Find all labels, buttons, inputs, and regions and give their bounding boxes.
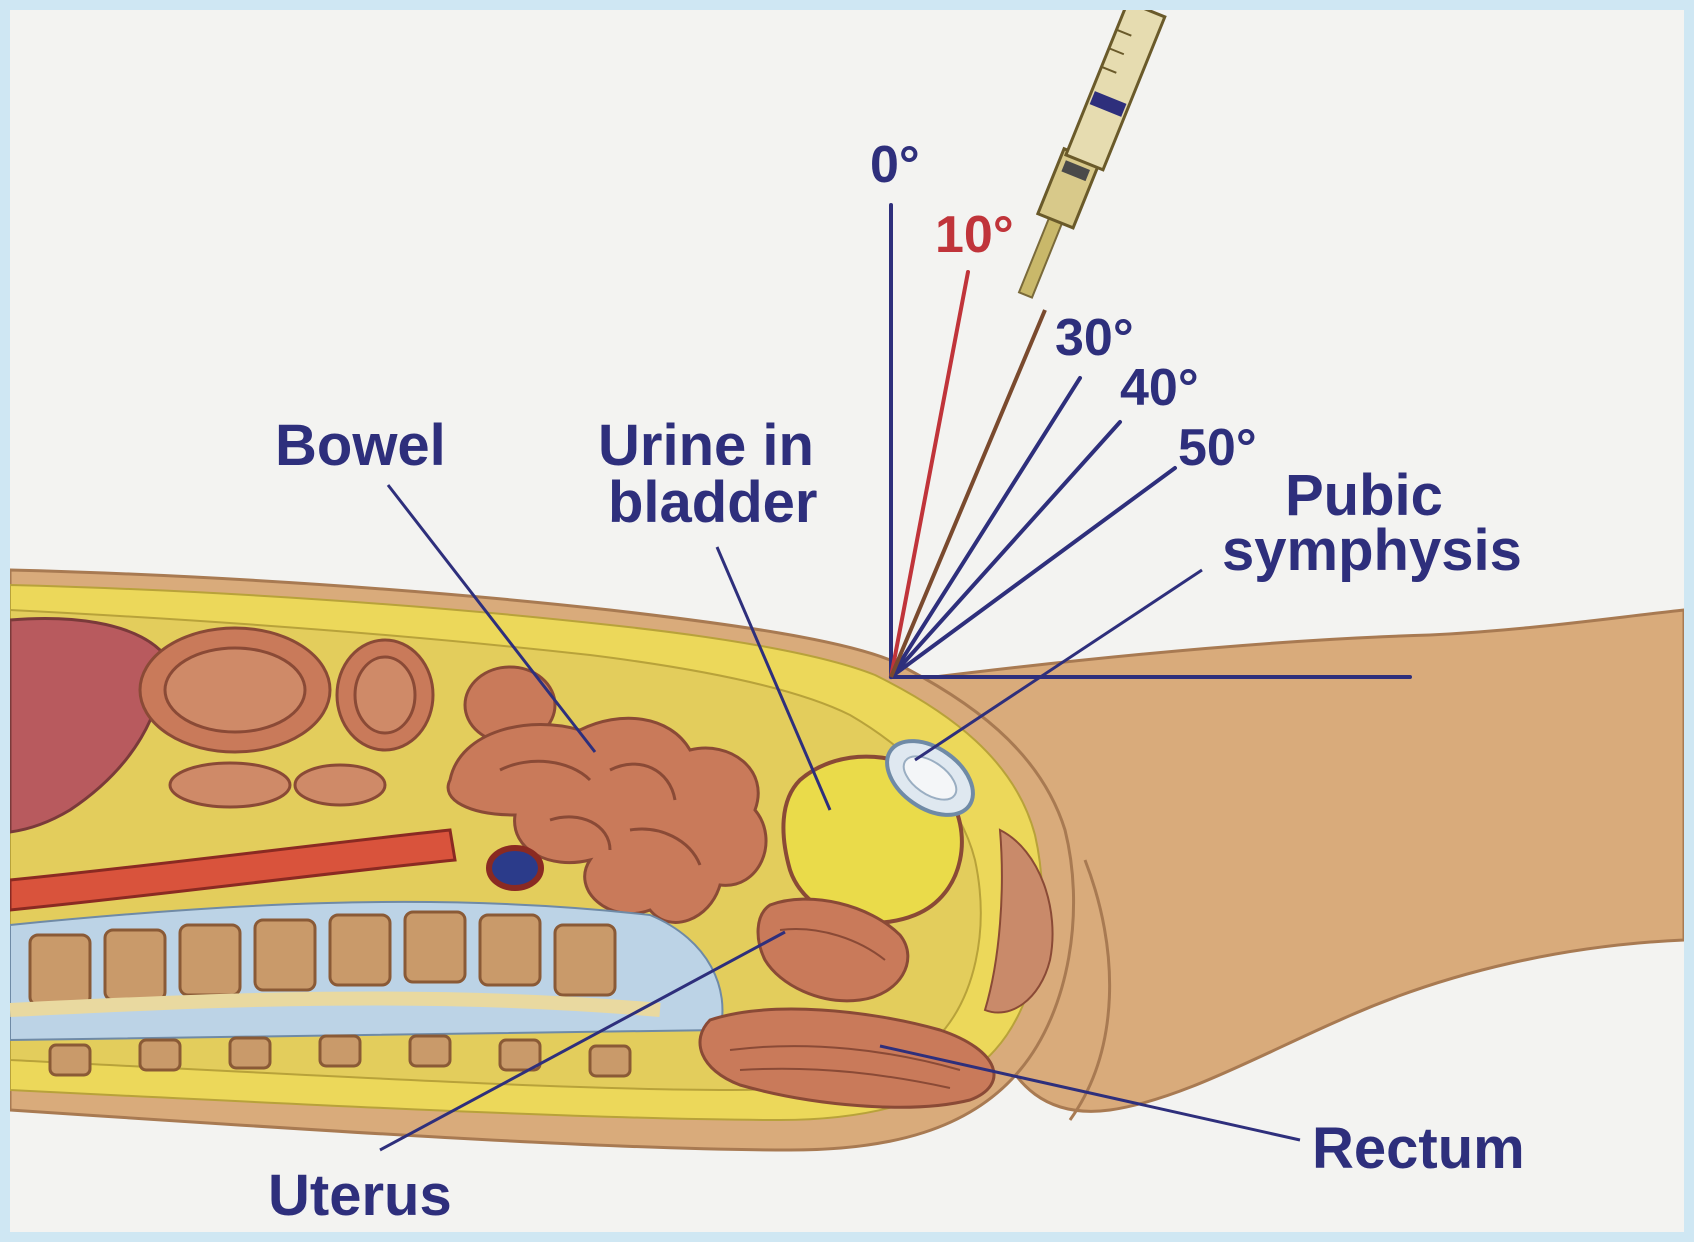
anatomy-diagram: Bowel Urine in bladder Pubic symphysis U… xyxy=(10,10,1684,1232)
angle-label-50: 50° xyxy=(1178,419,1257,477)
angle-label-40: 40° xyxy=(1120,359,1199,417)
urine-label-line2: bladder xyxy=(608,470,818,535)
angle-label-10: 10° xyxy=(935,206,1014,264)
angle-line-40 xyxy=(891,422,1120,677)
pubic-label-line2: symphysis xyxy=(1222,518,1522,583)
vessel-cross-section xyxy=(489,848,541,888)
urine-label-line1: Urine in xyxy=(598,413,814,478)
anatomy-illustration xyxy=(10,570,1684,1150)
rectum-label: Rectum xyxy=(1312,1116,1525,1181)
uterus-label: Uterus xyxy=(268,1163,452,1228)
angle-guide-lines xyxy=(891,205,1410,677)
diagram-panel: Bowel Urine in bladder Pubic symphysis U… xyxy=(10,10,1684,1232)
syringe-icon xyxy=(1008,10,1165,304)
angle-label-0: 0° xyxy=(870,136,920,194)
bowel-label: Bowel xyxy=(275,413,446,478)
